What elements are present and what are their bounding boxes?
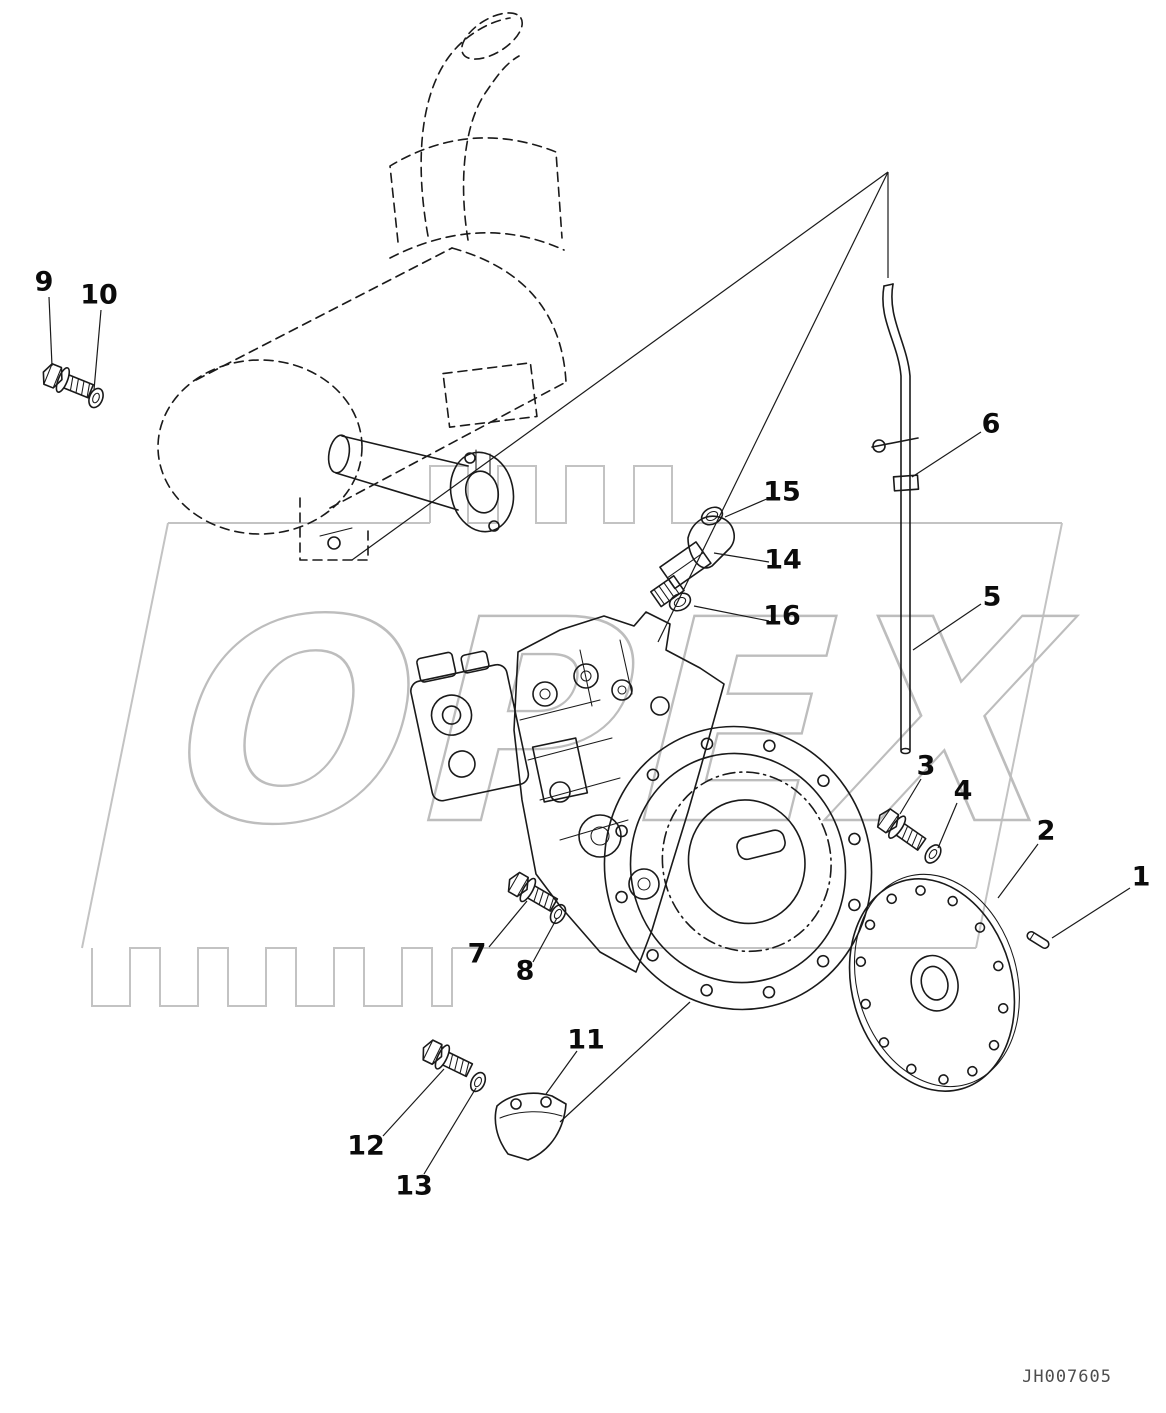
callout-8: 8 <box>515 955 535 987</box>
drain-tube <box>871 283 920 755</box>
o-ring-15 <box>700 506 724 526</box>
washer-13 <box>466 1069 490 1095</box>
elbow-fitting <box>649 515 735 608</box>
pump-assembly <box>410 611 873 1011</box>
cover-plate <box>848 873 1020 1092</box>
callout-15: 15 <box>763 476 801 508</box>
callout-1: 1 <box>1131 861 1151 893</box>
tube-clamp <box>871 437 920 492</box>
watermark: OPEX <box>81 465 1111 1007</box>
bolt-9 <box>37 359 97 405</box>
callout-3: 3 <box>916 750 936 782</box>
washer-10 <box>85 385 107 411</box>
callout-12: 12 <box>347 1130 385 1162</box>
callout-10: 10 <box>80 279 118 311</box>
callout-2: 2 <box>1036 815 1056 847</box>
gear-pump-section <box>410 650 530 802</box>
bolt-12 <box>417 1035 476 1083</box>
callout-7: 7 <box>467 938 487 970</box>
bracket-11 <box>494 1092 567 1161</box>
callout-6: 6 <box>981 408 1001 440</box>
callout-4: 4 <box>953 775 973 807</box>
o-ring-16 <box>668 592 692 612</box>
callout-5: 5 <box>982 581 1002 613</box>
bell-housing <box>603 725 873 1011</box>
watermark-text: OPEX <box>138 561 1110 887</box>
leader-lines <box>48 296 1131 1175</box>
pin-1 <box>1026 930 1050 950</box>
callout-14: 14 <box>764 544 802 576</box>
callout-9: 9 <box>34 266 54 298</box>
muffler-assembly <box>157 12 567 561</box>
callout-13: 13 <box>395 1170 433 1202</box>
callout-16: 16 <box>763 600 801 632</box>
drawing-code: JH007605 <box>1022 1367 1112 1387</box>
callout-11: 11 <box>567 1024 605 1056</box>
